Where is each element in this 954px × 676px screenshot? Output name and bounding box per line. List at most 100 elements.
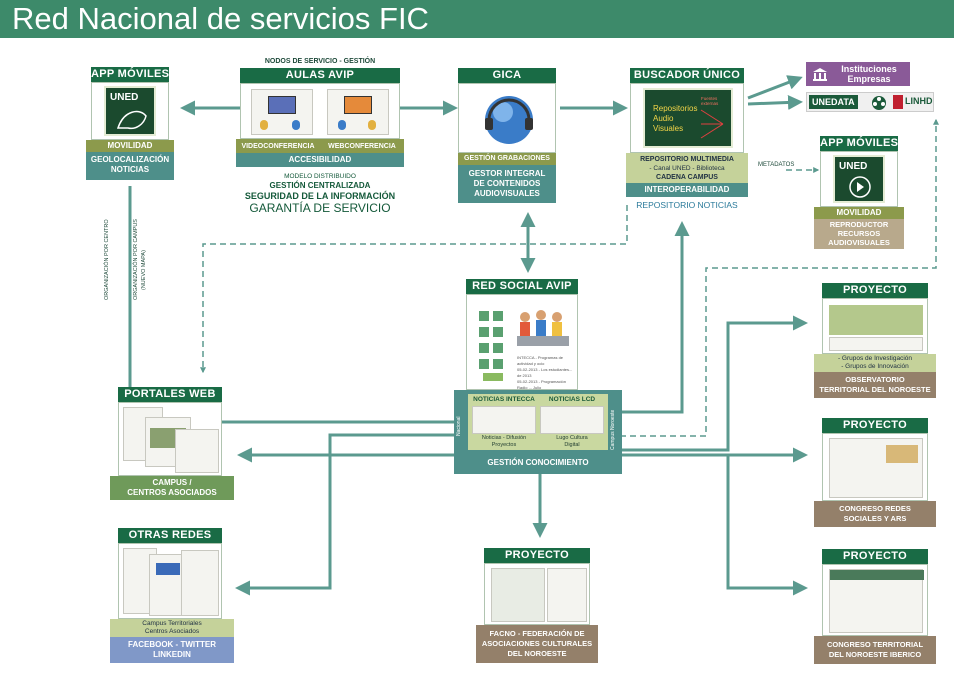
otras-redes-tag-2: Centros Asociados	[144, 628, 200, 635]
left-caption-1: Noticias - Difusión	[481, 435, 527, 441]
unedata-logos: UNEDATA LINHD	[806, 92, 934, 112]
congreso-territorial-footer: CONGRESO TERRITORIAL DEL NOROESTE IBERIC…	[814, 636, 936, 664]
arrow-to-observatorio	[620, 315, 808, 452]
aulas-note-3: SEGURIDAD DE LA INFORMACIÓN	[244, 191, 396, 201]
otras-redes-tag: Campus Territoriales Centros Asociados	[110, 619, 234, 637]
app-right-tag: MOVILIDAD	[814, 207, 904, 219]
app-right-footer-3: AUDIOVISUALES	[828, 238, 890, 247]
twitter-screenshot	[149, 554, 185, 616]
aulas-note-4: GARANTÍA DE SERVICIO	[249, 201, 391, 215]
aulas-frame	[240, 83, 400, 139]
social-icon	[493, 359, 503, 369]
linhd-logo: LINHD	[905, 96, 933, 106]
app-tile-left: UNED	[104, 86, 156, 136]
instituciones-label-1: Instituciones	[841, 64, 897, 74]
uned-logo-left: UNED	[110, 92, 139, 103]
otras-redes-frame	[118, 543, 222, 619]
noticias-intecca-label: NOTICIAS INTECCA	[473, 396, 535, 403]
screen-line-1: Repositorios	[653, 104, 698, 113]
map-icon	[116, 110, 147, 130]
observatorio-tag: - Grupos de Investigación - Grupos de In…	[814, 354, 936, 372]
unedata-logo: UNEDATA	[809, 95, 858, 109]
students-group-image	[517, 310, 569, 346]
noticias-panel: NOTICIAS INTECCA NOTICIAS LCD Noticias -…	[468, 394, 608, 450]
social-icon	[479, 343, 489, 353]
person-icon	[260, 120, 268, 130]
facno-footer-2: ASOCIACIONES CULTURALES	[481, 639, 593, 648]
buscador-tag: REPOSITORIO MULTIMEDIA - Canal UNED - Bi…	[626, 153, 748, 183]
dashed-to-portales	[200, 205, 628, 374]
right-caption-2: Digital	[564, 442, 580, 448]
organizacion-campus-label: ORGANIZACIÓN POR CAMPUS	[133, 219, 139, 300]
facno-footer-1: FACNO - FEDERACIÓN DE	[489, 629, 585, 638]
play-icon	[849, 176, 871, 198]
facno-map	[491, 568, 545, 622]
right-caption-1: Lugo Cultura	[556, 435, 588, 441]
aulas-title: AULAS AVIP	[240, 68, 400, 83]
videoconferencia-label: VIDEOCONFERENCIA	[241, 143, 315, 150]
buscador-title: BUSCADOR ÚNICO	[630, 68, 744, 83]
app-tile-right: UNED	[833, 155, 885, 203]
arrow-to-repositorio	[620, 221, 690, 414]
observatorio-landscape	[829, 305, 923, 335]
buscador-footer: INTEROPERABILIDAD	[626, 183, 748, 197]
social-badge	[483, 373, 503, 381]
aulas-note-1: MODELO DISTRIBUIDO	[284, 173, 356, 180]
noticias-lcd-label: NOTICIAS LCD	[548, 396, 596, 403]
buscador-frame: Repositorios Audio Visuales Fuentes exte…	[630, 83, 744, 153]
facno-footer: FACNO - FEDERACIÓN DE ASOCIACIONES CULTU…	[476, 625, 598, 663]
person-icon	[292, 120, 300, 130]
aulas-note-2: GESTIÓN CENTRALIZADA	[269, 181, 371, 190]
social-icon	[479, 327, 489, 337]
congreso-redes-footer-2: SOCIALES Y ARS	[843, 514, 907, 523]
instituciones-box: Instituciones Empresas	[806, 62, 910, 86]
film-reel-icon	[872, 96, 886, 110]
observatorio-title: PROYECTO	[822, 283, 928, 298]
portales-footer: CAMPUS / CENTROS ASOCIADOS	[110, 476, 234, 500]
gica-footer-1: GESTOR INTEGRAL	[468, 169, 546, 178]
metadatos-label: METADATOS	[758, 162, 795, 168]
app-right-footer: REPRODUCTOR RECURSOS AUDIOVISUALES	[814, 219, 904, 249]
building-icon	[813, 68, 827, 81]
congreso-redes-photo	[886, 445, 918, 463]
screen-icon	[268, 96, 296, 114]
otras-redes-footer-1: FACEBOOK - TWITTER	[128, 640, 216, 649]
app-moviles-left-frame: UNED	[91, 82, 169, 140]
gica-frame	[458, 83, 556, 153]
congreso-redes-footer: CONGRESO REDES SOCIALES Y ARS	[814, 501, 936, 527]
congreso-territorial-banner	[830, 570, 924, 580]
observatorio-tag-1: - Grupos de Investigación	[837, 355, 913, 362]
congreso-redes-frame	[822, 433, 928, 501]
app-left-tag: MOVILIDAD	[86, 140, 174, 152]
app-moviles-left-title: APP MÓVILES	[91, 67, 170, 82]
profile-banner	[156, 563, 180, 575]
observatorio-tag-2: - Grupos de Innovación	[841, 363, 909, 370]
social-icon	[493, 343, 503, 353]
buscador-screen: Repositorios Audio Visuales Fuentes exte…	[643, 88, 733, 148]
app-moviles-right-title: APP MÓVILES	[820, 136, 899, 151]
arrow-to-instituciones	[747, 75, 803, 100]
organizacion-centro-label: ORGANIZACIÓN POR CENTRO	[104, 219, 110, 300]
screen-line-3: Visuales	[653, 124, 684, 133]
app-left-footer-1: GEOLOCALIZACIÓN	[90, 155, 170, 164]
gica-tag: GESTIÓN GRABACIONES	[458, 153, 556, 165]
nacional-label: Nacional	[456, 416, 462, 436]
social-icon	[493, 327, 503, 337]
app-right-footer-1: REPRODUCTOR	[829, 220, 889, 229]
otras-redes-tag-1: Campus Territoriales	[142, 620, 202, 627]
screen-side-label: Fuentes externas	[701, 96, 719, 106]
lcd-thumbnail	[540, 406, 604, 434]
instituciones-label-2: Empresas	[847, 74, 891, 84]
page-title: Red Nacional de servicios FIC	[12, 1, 429, 36]
linkedin-screenshot	[181, 550, 219, 616]
gestion-conocimiento-box: NOTICIAS INTECCA NOTICIAS LCD Noticias -…	[454, 390, 622, 474]
red-social-title: RED SOCIAL AVIP	[466, 279, 578, 294]
congreso-territorial-frame	[822, 564, 928, 636]
gica-footer-3: AUDIOVISUALES	[474, 189, 540, 198]
news-item-1: INTECCA - Programas de actividad y ocio	[517, 355, 564, 366]
videoconf-image	[251, 89, 313, 135]
observatorio-frame	[822, 298, 928, 354]
app-right-footer-2: RECURSOS	[837, 229, 881, 238]
gica-footer: GESTOR INTEGRAL DE CONTENIDOS AUDIOVISUA…	[458, 165, 556, 203]
portales-footer-2: CENTROS ASOCIADOS	[127, 488, 217, 497]
